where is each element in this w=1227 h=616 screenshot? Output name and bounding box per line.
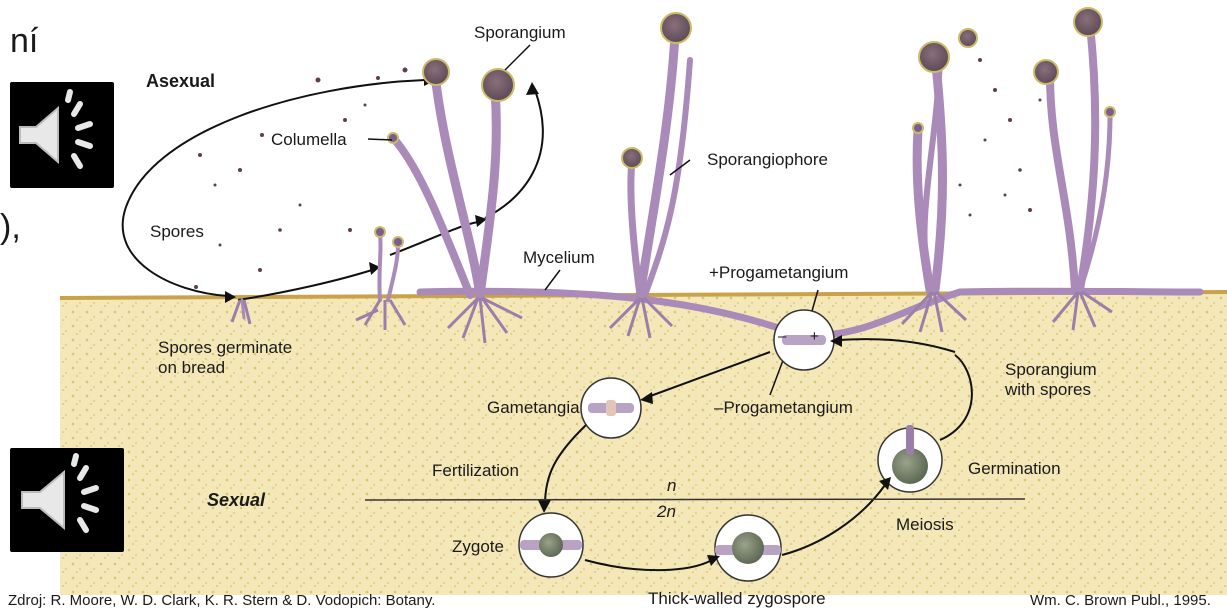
- slide-text-fragment: ní: [10, 22, 38, 61]
- germination-label: Germination: [968, 459, 1061, 479]
- speaker-icon: [10, 448, 124, 552]
- sexual-label: Sexual: [207, 490, 265, 511]
- sporangia: [375, 8, 1115, 247]
- audio-button[interactable]: [10, 82, 114, 188]
- slide-text-fragment: ),: [0, 208, 21, 247]
- columella-label: Columella: [271, 130, 347, 150]
- sporangium-with-spores-label: Sporangium with spores: [1005, 360, 1097, 399]
- speaker-icon: [10, 82, 114, 188]
- fertilization-label: Fertilization: [432, 461, 519, 481]
- plus-sign: +: [810, 328, 819, 345]
- sporangium-label: Sporangium: [474, 23, 566, 43]
- meiosis-label: Meiosis: [896, 515, 954, 535]
- minus-progametangium-label: –Progametangium: [714, 398, 853, 418]
- zygote-label: Zygote: [452, 537, 504, 557]
- sporangium-with-spores-line: Sporangium: [1005, 360, 1097, 380]
- diploid-label: 2n: [657, 502, 676, 522]
- sporangiophore-label: Sporangiophore: [707, 150, 828, 170]
- mycelium-label: Mycelium: [523, 248, 595, 268]
- source-credit: Zdroj: R. Moore, W. D. Clark, K. R. Ster…: [8, 592, 435, 609]
- asexual-label: Asexual: [146, 71, 215, 92]
- sporangium-with-spores-line: with spores: [1005, 380, 1097, 400]
- plus-progametangium-label: +Progametangium: [709, 263, 848, 283]
- spores-germinate-line: on bread: [158, 358, 292, 378]
- ploidy-divider: [365, 499, 1025, 500]
- gametangia-label: Gametangia: [487, 398, 580, 418]
- publisher-credit: Wm. C. Brown Publ., 1995.: [1030, 592, 1211, 609]
- minus-sign: –: [778, 328, 786, 345]
- haploid-label: n: [667, 476, 676, 496]
- spores-label: Spores: [150, 222, 204, 242]
- thick-walled-zygospore-label: Thick-walled zygospore: [648, 589, 826, 609]
- spores-germinate-line: Spores germinate: [158, 338, 292, 358]
- spores-germinate-label: Spores germinate on bread: [158, 338, 292, 377]
- audio-button[interactable]: [10, 448, 124, 552]
